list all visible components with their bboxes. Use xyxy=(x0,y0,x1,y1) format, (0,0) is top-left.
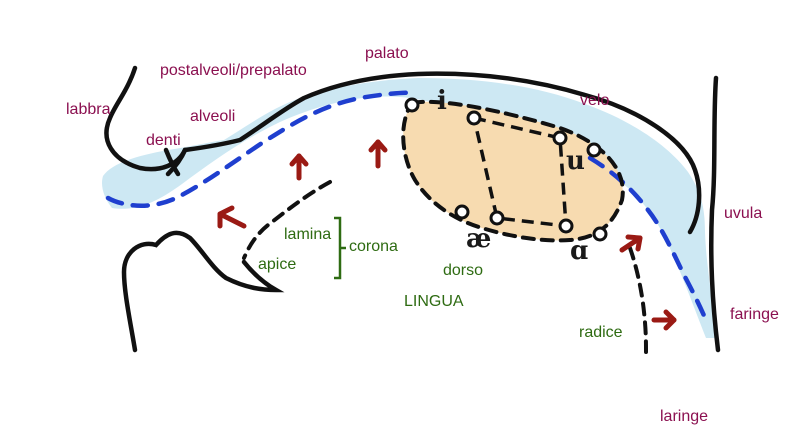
vowel-point-i-front xyxy=(404,97,420,113)
label-apice: apice xyxy=(258,256,297,273)
label-corona: corona xyxy=(349,238,398,255)
vowel-point-i-inner xyxy=(466,110,482,126)
palate-outline xyxy=(104,65,702,235)
vowel-symbol-u: u xyxy=(566,146,585,176)
label-alveoli: alveoli xyxy=(190,108,236,125)
tongue-tip-dashed xyxy=(242,180,332,260)
arrow-alveoli xyxy=(217,205,247,229)
arrow-pharyngeal xyxy=(651,309,677,331)
vowel-symbol-a: ɑ xyxy=(570,236,589,266)
arrow-palatal xyxy=(368,139,388,169)
tongue-dashed-outline xyxy=(401,99,625,243)
tongue-root-dashed xyxy=(628,246,648,354)
corona-bracket xyxy=(334,216,346,280)
label-faringe: faringe xyxy=(730,306,779,323)
label-radice: radice xyxy=(579,324,623,341)
label-postalveoli-prepalato: postalveoli/prepalato xyxy=(160,62,307,79)
vowel-point-a-outer xyxy=(592,226,608,242)
label-velo: velo xyxy=(580,92,610,109)
teeth-outline xyxy=(163,147,188,177)
arrow-postalveolar xyxy=(289,153,309,181)
vowel-symbol-ae: æ xyxy=(466,224,492,254)
vowel-symbol-i: i xyxy=(437,86,447,116)
vowel-point-ae-inner xyxy=(489,210,505,226)
vowel-point-ae-outer xyxy=(454,204,470,220)
label-palato: palato xyxy=(365,45,409,62)
label-dorso: dorso xyxy=(443,262,484,279)
vowel-point-u-outer xyxy=(586,142,602,158)
pharynx-wall xyxy=(709,75,721,353)
tract-dashed-contour xyxy=(105,90,709,323)
vowel-point-a-inner xyxy=(558,218,574,234)
label-denti: denti xyxy=(146,132,181,149)
label-laringe: laringe xyxy=(660,408,709,425)
arrow-velar xyxy=(619,234,643,253)
label-uvula: uvula xyxy=(724,205,763,222)
label-labbra: labbra xyxy=(66,101,111,118)
lower-lip-outline xyxy=(121,230,285,353)
vowel-point-u-inner xyxy=(552,130,568,146)
label-lingua: LINGUA xyxy=(404,293,464,310)
label-lamina: lamina xyxy=(284,226,332,243)
